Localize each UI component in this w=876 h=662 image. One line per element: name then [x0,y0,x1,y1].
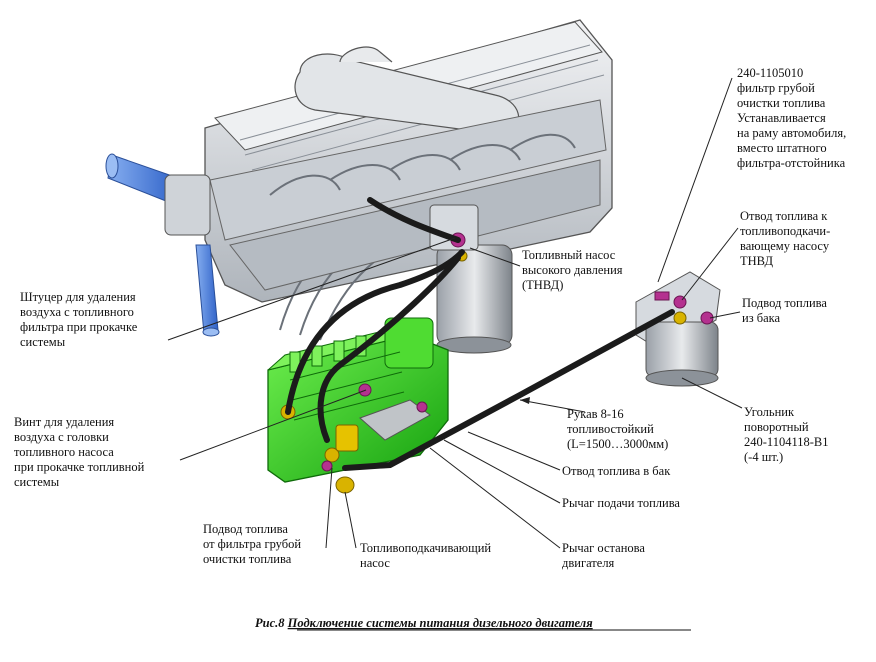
label-line: очистки топлива [737,96,826,110]
label-bleed-fitting: Штуцер для удаления воздуха с топливного… [20,290,138,349]
label-line: Отвод топлива к [740,209,828,223]
label-line: фильтр грубой [737,81,815,95]
label-hose: Рукав 8-16 топливостойкий (L=1500…3000мм… [567,407,668,451]
label-line: Устанавливается [737,111,826,125]
label-line: Штуцер для удаления [20,290,136,304]
label-line: ТНВД [740,254,774,268]
label-fuel-supply-from-tank: Подвод топлива из бака [742,296,827,325]
label-line: Топливный насос [522,248,616,262]
cylinder-head [209,99,607,241]
label-line: воздуха с топливного [20,305,134,319]
label-return-to-tank: Отвод топлива в бак [562,464,671,478]
caption-title: Подключение системы питания дизельного д… [287,616,594,630]
label-line: системы [14,475,60,489]
label-line: (L=1500…3000мм) [567,437,668,451]
label-line: при прокачке топливной [14,460,145,474]
engine-illustration [204,19,613,341]
label-line: (-4 шт.) [744,450,783,464]
leader-lines [167,77,743,549]
label-elbow: Угольник поворотный 240-1104118-В1 (-4 ш… [744,405,829,464]
label-line: фильтра при прокачке [20,320,138,334]
hose-return [317,255,461,443]
label-stop-lever: Рычаг останова двигателя [562,541,645,570]
label-line: вместо штатного [737,141,827,155]
label-line: (ТНВД) [522,278,563,292]
hose-from-coarse-filter [342,309,675,471]
label-line: топливоподкачи- [740,224,830,238]
label-line: на раму автомобиля, [737,126,846,140]
label-line: Винт для удаления [14,415,114,429]
label-line: воздуха с головки [14,430,109,444]
label-line: топливного насоса [14,445,114,459]
label-line: Подвод топлива [742,296,827,310]
label-line: из бака [742,311,781,325]
label-line: насос [360,556,390,570]
label-booster-pump: Топливоподкачивающий насос [360,541,491,570]
label-supply-from-filter: Подвод топлива от фильтра грубой очистки… [203,522,301,566]
label-fuel-outlet-to-booster: Отвод топлива к топливоподкачи- вающему … [740,209,830,268]
label-line: фильтра-отстойника [737,156,846,170]
label-line: топливостойкий [567,422,654,436]
label-line: 240-1104118-В1 [744,435,829,449]
label-bleed-screw: Винт для удаления воздуха с головки топл… [14,415,145,489]
label-line: системы [20,335,66,349]
label-line: от фильтра грубой [203,537,301,551]
hose-to-booster [285,249,465,415]
elbow-fitting-2 [700,311,714,325]
label-line: поворотный [744,420,809,434]
label-line: высокого давления [522,263,623,277]
label-line: очистки топлива [203,552,292,566]
label-line: вающему насосу [740,239,830,253]
coarse-filter [635,271,721,387]
label-coarse-filter: 240-1105010 фильтр грубой очистки топлив… [737,66,846,170]
label-line: Топливоподкачивающий [360,541,491,555]
label-line: 240-1105010 [737,66,803,80]
hose-filter-to-pump [367,197,461,243]
intake-manifold [294,53,520,136]
label-hp-pump: Топливный насос высокого давления (ТНВД) [522,248,623,292]
figure-caption: Рис.8 Подключение системы питания дизель… [255,616,593,630]
label-line: двигателя [562,556,615,570]
label-line: Рукав 8-16 [567,407,624,421]
label-fuel-lever: Рычаг подачи топлива [562,496,680,510]
coolant-pipes [105,153,220,337]
label-line: Подвод топлива [203,522,288,536]
fuel-hoses [285,197,675,471]
label-line: Рычаг останова [562,541,645,555]
label-line: Угольник [744,405,795,419]
caption-prefix: Рис.8 [255,616,288,630]
booster-pump [335,424,359,452]
